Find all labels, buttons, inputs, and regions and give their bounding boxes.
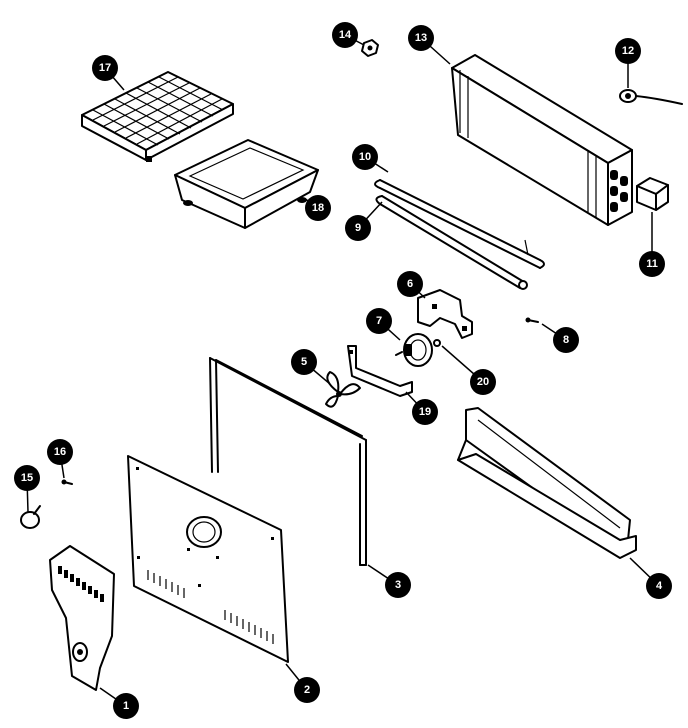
svg-text:15: 15 — [21, 472, 33, 484]
part-14-nut — [361, 39, 379, 57]
svg-text:13: 13 — [415, 32, 427, 44]
callout-11: 11 — [639, 251, 665, 277]
callout-5: 5 — [291, 349, 317, 375]
part-4-drip-trough — [457, 407, 637, 559]
part-18-ice-bucket — [174, 139, 319, 229]
callout-16: 16 — [47, 439, 73, 465]
svg-text:1: 1 — [123, 700, 129, 712]
part-16-screw — [61, 479, 73, 485]
callout-7: 7 — [366, 308, 392, 334]
svg-text:5: 5 — [301, 356, 307, 368]
part-3-gasket — [209, 357, 367, 566]
svg-text:12: 12 — [622, 45, 634, 57]
callout-20: 20 — [470, 369, 496, 395]
part-15-knob — [20, 505, 41, 529]
part-2-cover-panel — [127, 455, 289, 663]
callout-19: 19 — [412, 399, 438, 425]
part-7-fan-motor — [395, 333, 433, 367]
svg-text:7: 7 — [376, 315, 382, 327]
svg-text:2: 2 — [304, 684, 310, 696]
svg-text:9: 9 — [355, 222, 361, 234]
callout-6: 6 — [397, 271, 423, 297]
callout-10: 10 — [352, 144, 378, 170]
part-5-fan-blade — [325, 371, 361, 408]
svg-text:6: 6 — [407, 278, 413, 290]
part-9-heater-tube — [375, 195, 528, 290]
part-10-heater — [374, 179, 545, 269]
callout-4: 4 — [646, 573, 672, 599]
callout-2: 2 — [294, 677, 320, 703]
callout-9: 9 — [345, 215, 371, 241]
part-19-motor-bracket — [347, 345, 413, 397]
svg-text:14: 14 — [339, 29, 352, 41]
part-17-ice-cube-tray — [81, 71, 234, 162]
part-8-screw — [525, 317, 539, 323]
callout-17: 17 — [92, 55, 118, 81]
callout-12: 12 — [615, 38, 641, 64]
callout-8: 8 — [553, 327, 579, 353]
part-20-washer — [433, 339, 441, 347]
part-6-bracket — [417, 289, 473, 339]
callout-14: 14 — [332, 22, 358, 48]
svg-text:20: 20 — [477, 376, 489, 388]
svg-text:4: 4 — [656, 580, 663, 592]
callout-18: 18 — [305, 195, 331, 221]
callout-15: 15 — [14, 465, 40, 491]
svg-text:11: 11 — [646, 258, 658, 270]
svg-text:3: 3 — [395, 579, 401, 591]
part-11-block — [636, 177, 669, 211]
callout-3: 3 — [385, 572, 411, 598]
callout-1: 1 — [113, 693, 139, 719]
svg-text:17: 17 — [99, 62, 111, 74]
svg-text:16: 16 — [54, 446, 66, 458]
part-12-sensor — [619, 89, 683, 105]
part-1-control-housing — [49, 545, 115, 691]
svg-text:8: 8 — [563, 334, 569, 346]
svg-text:18: 18 — [312, 202, 324, 214]
svg-text:10: 10 — [359, 151, 371, 163]
svg-text:19: 19 — [419, 406, 431, 418]
callout-13: 13 — [408, 25, 434, 51]
part-13-evaporator — [451, 54, 633, 226]
